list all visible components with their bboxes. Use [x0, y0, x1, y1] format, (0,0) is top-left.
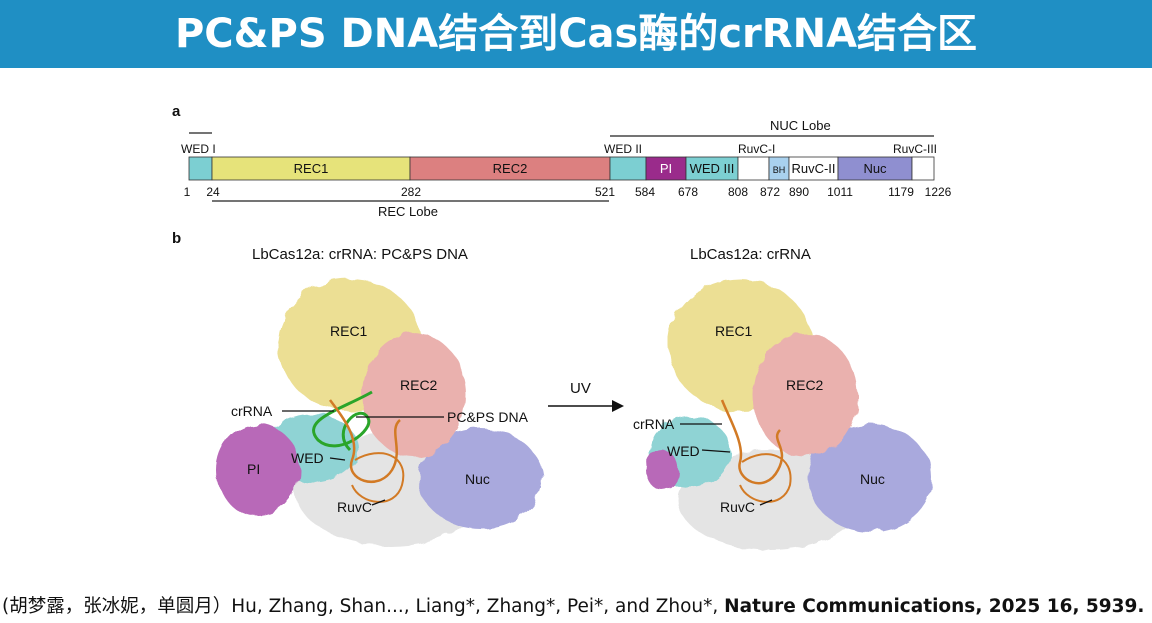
left-structure: REC1 REC2 crRNA PC&PS DNA WED PI RuvC Nu… [216, 279, 542, 546]
domain-label-ruvc-ii: RuvC-II [791, 161, 835, 176]
right-ruvc-label: RuvC [720, 499, 755, 515]
residue-tick-label: 872 [760, 185, 780, 199]
residue-tick-label: 890 [789, 185, 809, 199]
left-crrna-strand [328, 399, 401, 483]
residue-tick-label: 1 [184, 185, 191, 199]
right-crrna-label: crRNA [633, 416, 675, 432]
domain-label-nuc: Nuc [863, 161, 887, 176]
left-crrna-label: crRNA [231, 403, 273, 419]
residue-tick-label: 1226 [925, 185, 952, 199]
citation: (胡梦露，张冰妮，单圆月）Hu, Zhang, Shan..., Liang*,… [2, 592, 1152, 618]
left-nuc-surface [418, 428, 542, 528]
right-crrna-loop [739, 453, 792, 503]
left-structure-title: LbCas12a: crRNA: PC&PS DNA [252, 246, 468, 263]
nuc-lobe-label: NUC Lobe [770, 118, 831, 133]
domain-label-bh: BH [773, 165, 786, 175]
left-dna-label: PC&PS DNA [447, 409, 529, 425]
residue-tick-label: 808 [728, 185, 748, 199]
panel-b-label: b [172, 230, 181, 247]
domain-label-wed-iii: WED III [690, 161, 735, 176]
left-pi-label: PI [247, 461, 260, 477]
domain-label-pi: PI [660, 161, 672, 176]
uv-label: UV [570, 380, 591, 397]
left-pcps-dna-strand [312, 390, 373, 452]
residue-tick-label: 24 [206, 185, 220, 199]
ruvc3-label: RuvC-III [893, 142, 937, 156]
residue-tick-label: 521 [595, 185, 615, 199]
right-ruvc-leader [759, 499, 773, 506]
right-rec2-surface [753, 333, 857, 457]
right-structure: REC1 REC2 crRNA WED RuvC Nuc [633, 279, 932, 550]
left-ruvc-label: RuvC [337, 499, 372, 515]
right-rec1-label: REC1 [715, 323, 753, 339]
citation-authors: (胡梦露，张冰妮，单圆月）Hu, Zhang, Shan..., Liang*,… [2, 596, 725, 617]
right-wed-label: WED [667, 443, 700, 459]
slide-title: PC&PS DNA结合到Cas酶的crRNA结合区 [174, 11, 978, 57]
left-ruvc-leader [371, 499, 386, 506]
title-banner: PC&PS DNA结合到Cas酶的crRNA结合区 [0, 0, 1152, 68]
domain-1 [188, 156, 213, 181]
domain-7 [737, 156, 770, 181]
left-rec1-label: REC1 [330, 323, 368, 339]
domain-bar: REC1 REC2 PI WED III BH RuvC-II Nuc [188, 156, 935, 181]
left-pi-surface [216, 424, 300, 516]
left-wed-label: WED [291, 450, 324, 466]
citation-journal: Nature Communications, 2025 16, 5939. [724, 596, 1145, 617]
right-rec2-label: REC2 [786, 377, 824, 393]
left-rec2-label: REC2 [400, 377, 438, 393]
right-wed-leader [701, 449, 731, 453]
wed1-label: WED I [181, 142, 216, 156]
domain-4 [609, 156, 647, 181]
right-nuc-label: Nuc [860, 471, 885, 487]
right-crrna-strand [720, 399, 784, 485]
domain-label-rec1: REC1 [294, 161, 329, 176]
residue-tick-label: 282 [401, 185, 421, 199]
residue-tick-label: 678 [678, 185, 698, 199]
residue-tick-label: 1179 [888, 185, 914, 199]
left-wed-leader [329, 457, 346, 461]
wed2-label: WED II [604, 142, 642, 156]
domain-label-rec2: REC2 [493, 161, 528, 176]
residue-tick-label: 1011 [827, 185, 853, 199]
left-crrna-loop [351, 452, 405, 503]
uv-arrow-head [612, 400, 624, 412]
rec-lobe-label: REC Lobe [378, 204, 438, 219]
tick-labels: 1 24 282 521 584 678 808 872 890 1011 1179 1226 [184, 185, 952, 199]
domain-11 [911, 156, 935, 181]
residue-tick-label: 584 [635, 185, 655, 199]
right-nuc-surface [808, 424, 932, 532]
left-rec2-surface [362, 333, 466, 457]
right-structure-title: LbCas12a: crRNA [690, 246, 811, 263]
left-nuc-label: Nuc [465, 471, 490, 487]
panel-a-label: a [172, 103, 181, 120]
ruvc1-label: RuvC-I [738, 142, 775, 156]
right-pi-surface [646, 450, 678, 490]
figure: a WED I NUC Lobe WED II RuvC-I RuvC-III … [172, 103, 952, 550]
